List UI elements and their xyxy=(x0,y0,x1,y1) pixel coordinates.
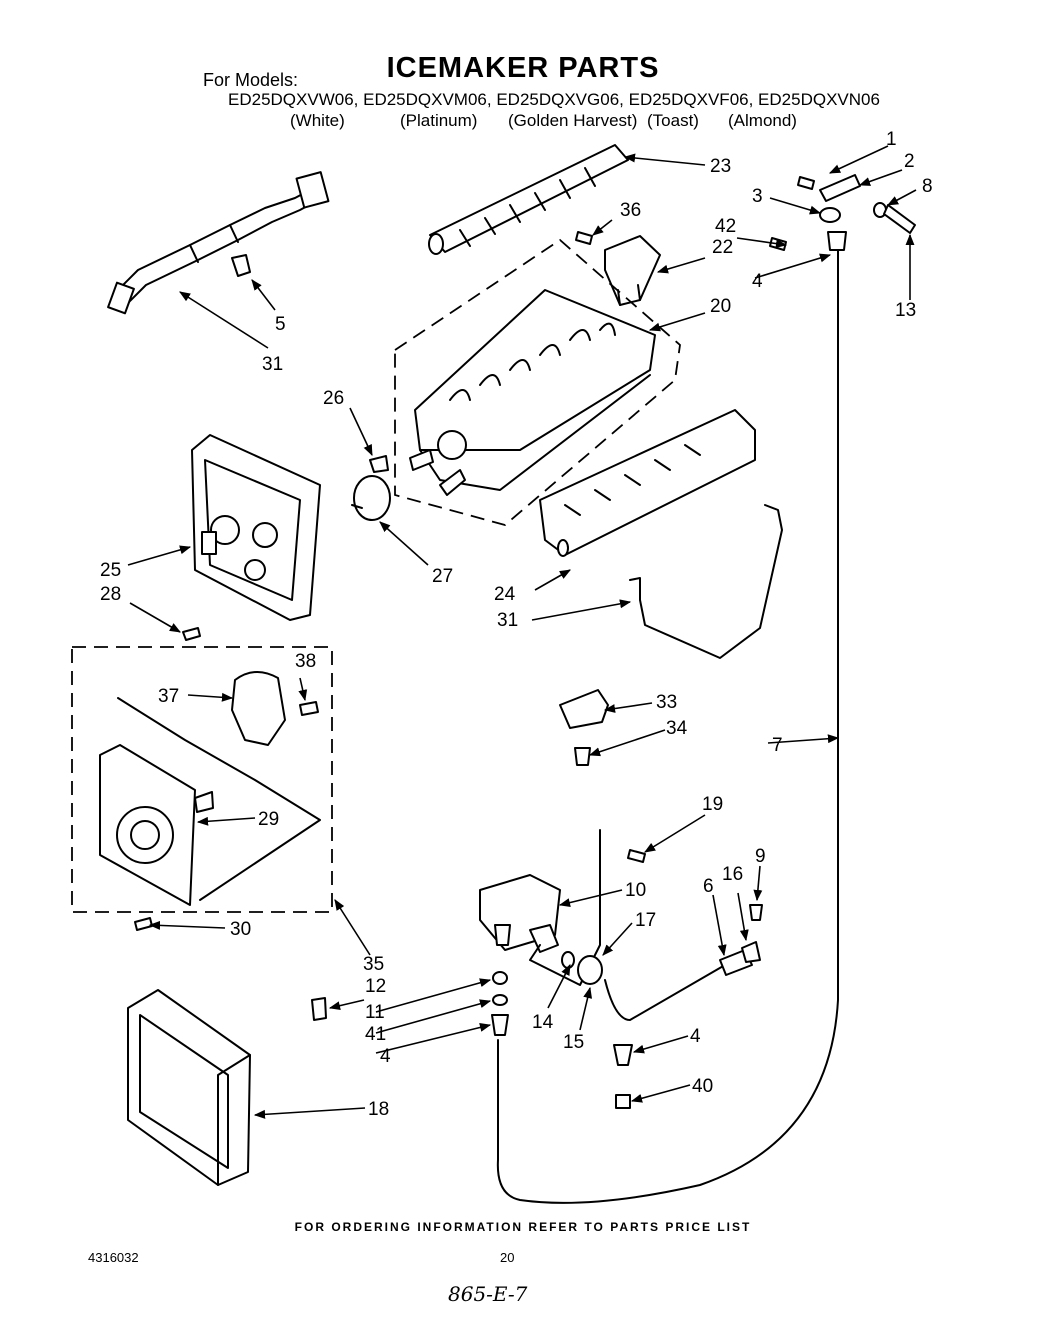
callout-labels: 1 2 3 8 23 36 42 22 4 13 20 5 31 26 27 2… xyxy=(100,129,933,1120)
callout-25: 25 xyxy=(100,560,121,581)
callout-37: 37 xyxy=(158,686,179,707)
callout-41: 41 xyxy=(365,1024,386,1045)
bracket-icon xyxy=(559,689,609,729)
screw-icon xyxy=(134,917,153,931)
callout-40: 40 xyxy=(692,1076,713,1097)
shutoff-arm-icon xyxy=(629,504,783,659)
inlet-tube-icon xyxy=(719,904,763,976)
callout-4-inlet: 4 xyxy=(690,1026,701,1047)
thermostat-icon xyxy=(351,475,391,521)
handwritten-note: 865-E-7 xyxy=(448,1282,528,1306)
callout-13: 13 xyxy=(895,300,916,321)
callout-24: 24 xyxy=(494,584,516,605)
color-platinum: (Platinum) xyxy=(400,111,478,130)
fill-cup-icon xyxy=(604,235,661,306)
screw-icon xyxy=(299,701,319,716)
callout-19: 19 xyxy=(702,794,723,815)
callout-1: 1 xyxy=(886,129,897,150)
liner-icon xyxy=(127,989,251,1186)
callout-14: 14 xyxy=(532,1012,554,1033)
callout-34: 34 xyxy=(666,718,688,739)
wire-harness-icon xyxy=(107,171,330,315)
screw-icon xyxy=(574,747,591,766)
callout-18: 18 xyxy=(368,1099,389,1120)
nut-icon xyxy=(615,1094,631,1109)
callout-9: 9 xyxy=(755,846,766,867)
module-guide-line xyxy=(117,697,321,901)
water-valve-icon xyxy=(479,829,601,986)
color-white: (White) xyxy=(290,111,345,130)
callout-27: 27 xyxy=(432,566,453,587)
document-number: 4316032 xyxy=(88,1250,139,1265)
callout-6: 6 xyxy=(703,876,714,897)
color-almond: (Almond) xyxy=(728,111,797,130)
screw-icon xyxy=(575,176,815,251)
screw-icon xyxy=(182,627,201,641)
callout-16: 16 xyxy=(722,864,743,885)
callout-leaders xyxy=(127,145,917,1119)
gear-plate-icon xyxy=(99,744,214,906)
callout-38: 38 xyxy=(295,651,316,672)
callout-26: 26 xyxy=(323,388,344,409)
page-title: ICEMAKER PARTS xyxy=(386,52,660,84)
callout-4-valve: 4 xyxy=(380,1046,391,1067)
for-models-label: For Models: xyxy=(203,70,299,90)
color-toast: (Toast) xyxy=(647,111,699,130)
model-numbers: ED25DQXVW06, ED25DQXVM06, ED25DQXVG06, E… xyxy=(228,90,880,109)
callout-3: 3 xyxy=(752,186,763,207)
page-number: 20 xyxy=(500,1250,515,1265)
callout-33: 33 xyxy=(656,692,677,713)
housing-icon xyxy=(191,434,321,621)
inlet-fitting-icon xyxy=(561,951,726,1021)
callout-8: 8 xyxy=(922,176,933,197)
motor-icon xyxy=(231,671,286,746)
color-golden-harvest: (Golden Harvest) xyxy=(508,111,638,130)
ordering-note: FOR ORDERING INFORMATION REFER TO PARTS … xyxy=(294,1220,752,1234)
callout-4-top: 4 xyxy=(752,271,763,292)
water-tube-icon xyxy=(496,249,839,1204)
screw-icon xyxy=(627,849,646,863)
ejector-icon xyxy=(428,144,629,255)
callout-20: 20 xyxy=(710,296,731,317)
clip-icon xyxy=(231,254,251,277)
callout-36: 36 xyxy=(620,200,641,221)
callout-11: 11 xyxy=(365,1002,385,1023)
ice-stripper-icon xyxy=(539,409,756,557)
callout-29: 29 xyxy=(258,809,279,830)
compression-fitting-icon xyxy=(491,971,509,1036)
callout-23: 23 xyxy=(710,156,731,177)
ice-mold-icon xyxy=(409,289,656,496)
fitting-icon xyxy=(613,1044,633,1066)
fill-fitting-icon xyxy=(819,174,916,251)
mold-assembly-boundary xyxy=(394,238,681,526)
callout-31: 31 xyxy=(497,610,518,631)
callout-7: 7 xyxy=(772,735,783,756)
retainer-clip-icon xyxy=(369,455,389,473)
callout-5: 5 xyxy=(275,314,286,335)
callout-17: 17 xyxy=(635,910,656,931)
callout-2: 2 xyxy=(904,151,915,172)
callout-32: 31 xyxy=(262,354,283,375)
callout-15: 15 xyxy=(563,1032,584,1053)
callout-12: 12 xyxy=(365,976,386,997)
callout-22: 22 xyxy=(712,237,733,258)
wire-nut-icon xyxy=(311,997,327,1021)
callout-35: 35 xyxy=(363,954,384,975)
callout-30: 30 xyxy=(230,919,251,940)
callout-10: 10 xyxy=(625,880,646,901)
callout-28: 28 xyxy=(100,584,121,605)
callout-42: 42 xyxy=(715,216,736,237)
